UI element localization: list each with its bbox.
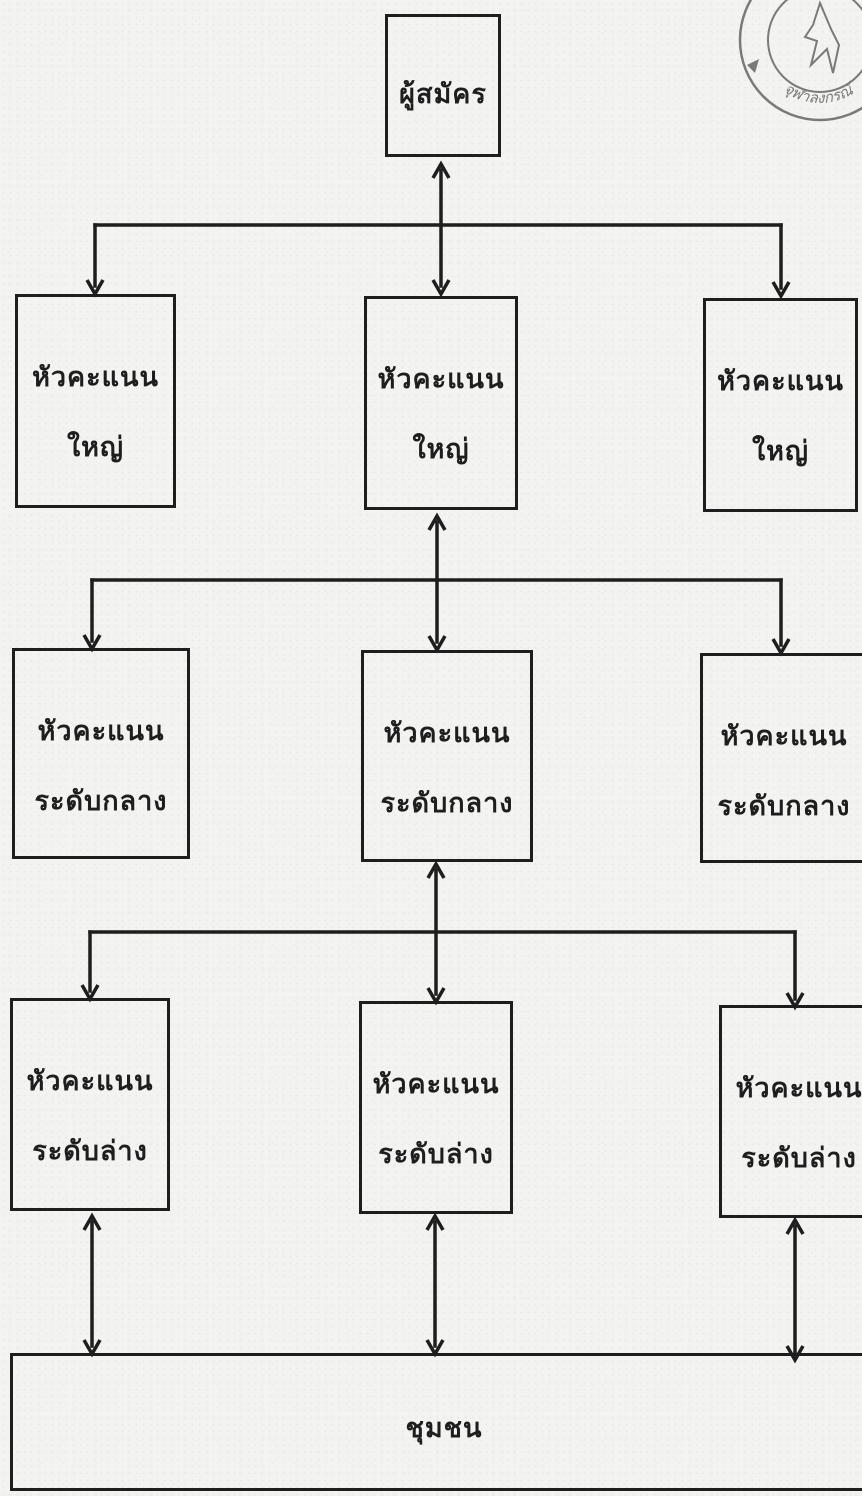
arrowhead-down bbox=[431, 279, 451, 298]
mid-canvasser-box-left: หัวคะแนน ระดับกลาง bbox=[12, 648, 190, 859]
node-label-line1: หัวคะแนน bbox=[717, 366, 844, 397]
major-canvasser-box-center: หัวคะแนน ใหญ่ bbox=[364, 296, 518, 510]
candidate-box: ผู้สมัคร bbox=[385, 14, 501, 157]
node-label-line2: ระดับกลาง bbox=[34, 786, 168, 817]
node-label-line1: หัวคะแนน bbox=[720, 721, 848, 752]
node-label-line2: ระดับล่าง bbox=[32, 1136, 148, 1167]
arrowhead-up bbox=[427, 512, 447, 531]
node-label-line1: หัวคะแนน bbox=[383, 718, 511, 749]
community-box: ชุมชน bbox=[10, 1353, 862, 1491]
mid-canvasser-box-right: หัวคะแนน ระดับกลาง bbox=[700, 653, 862, 863]
candidate-label: ผู้สมัคร bbox=[399, 79, 487, 110]
arrowhead-up bbox=[785, 1216, 805, 1235]
node-label-line2: ใหญ่ bbox=[752, 436, 809, 467]
arrowhead-down bbox=[771, 281, 791, 300]
node-label-line1: หัวคะแนน bbox=[735, 1073, 862, 1104]
major-canvasser-box-left: หัวคะแนน ใหญ่ bbox=[15, 294, 176, 508]
node-label-line2: ระดับล่าง bbox=[378, 1139, 494, 1170]
node-label-line2: ใหญ่ bbox=[67, 432, 124, 463]
major-canvasser-box-right: หัวคะแนน ใหญ่ bbox=[703, 298, 858, 512]
arrowhead-up bbox=[431, 160, 451, 179]
node-label-line2: ระดับกลาง bbox=[380, 788, 514, 819]
node-label-line1: หัวคะแนน bbox=[372, 1069, 500, 1100]
node-label-line1: หัวคะแนน bbox=[37, 716, 165, 747]
community-label: ชุมชน bbox=[405, 1413, 483, 1444]
node-label-line1: หัวคะแนน bbox=[377, 364, 505, 395]
arrowhead-down bbox=[785, 1345, 805, 1364]
node-label-line2: ระดับกลาง bbox=[717, 791, 851, 822]
mid-canvasser-box-center: หัวคะแนน ระดับกลาง bbox=[361, 650, 533, 862]
seal-stamp: จุฬาลงกรณ์ bbox=[738, 0, 862, 122]
svg-text:จุฬาลงกรณ์: จุฬาลงกรณ์ bbox=[781, 79, 859, 107]
arrowhead-up bbox=[425, 1212, 445, 1231]
arrowhead-up bbox=[426, 860, 446, 879]
node-label-line2: ใหญ่ bbox=[412, 434, 470, 465]
lower-canvasser-box-left: หัวคะแนน ระดับล่าง bbox=[10, 998, 170, 1211]
lower-canvasser-box-right: หัวคะแนน ระดับล่าง bbox=[719, 1005, 862, 1218]
node-label-line1: หัวคะแนน bbox=[32, 362, 159, 393]
node-label-line2: ระดับล่าง bbox=[741, 1143, 857, 1174]
arrowhead-up bbox=[82, 1212, 102, 1231]
lower-canvasser-box-center: หัวคะแนน ระดับล่าง bbox=[359, 1001, 513, 1214]
node-label-line1: หัวคะแนน bbox=[26, 1066, 154, 1097]
